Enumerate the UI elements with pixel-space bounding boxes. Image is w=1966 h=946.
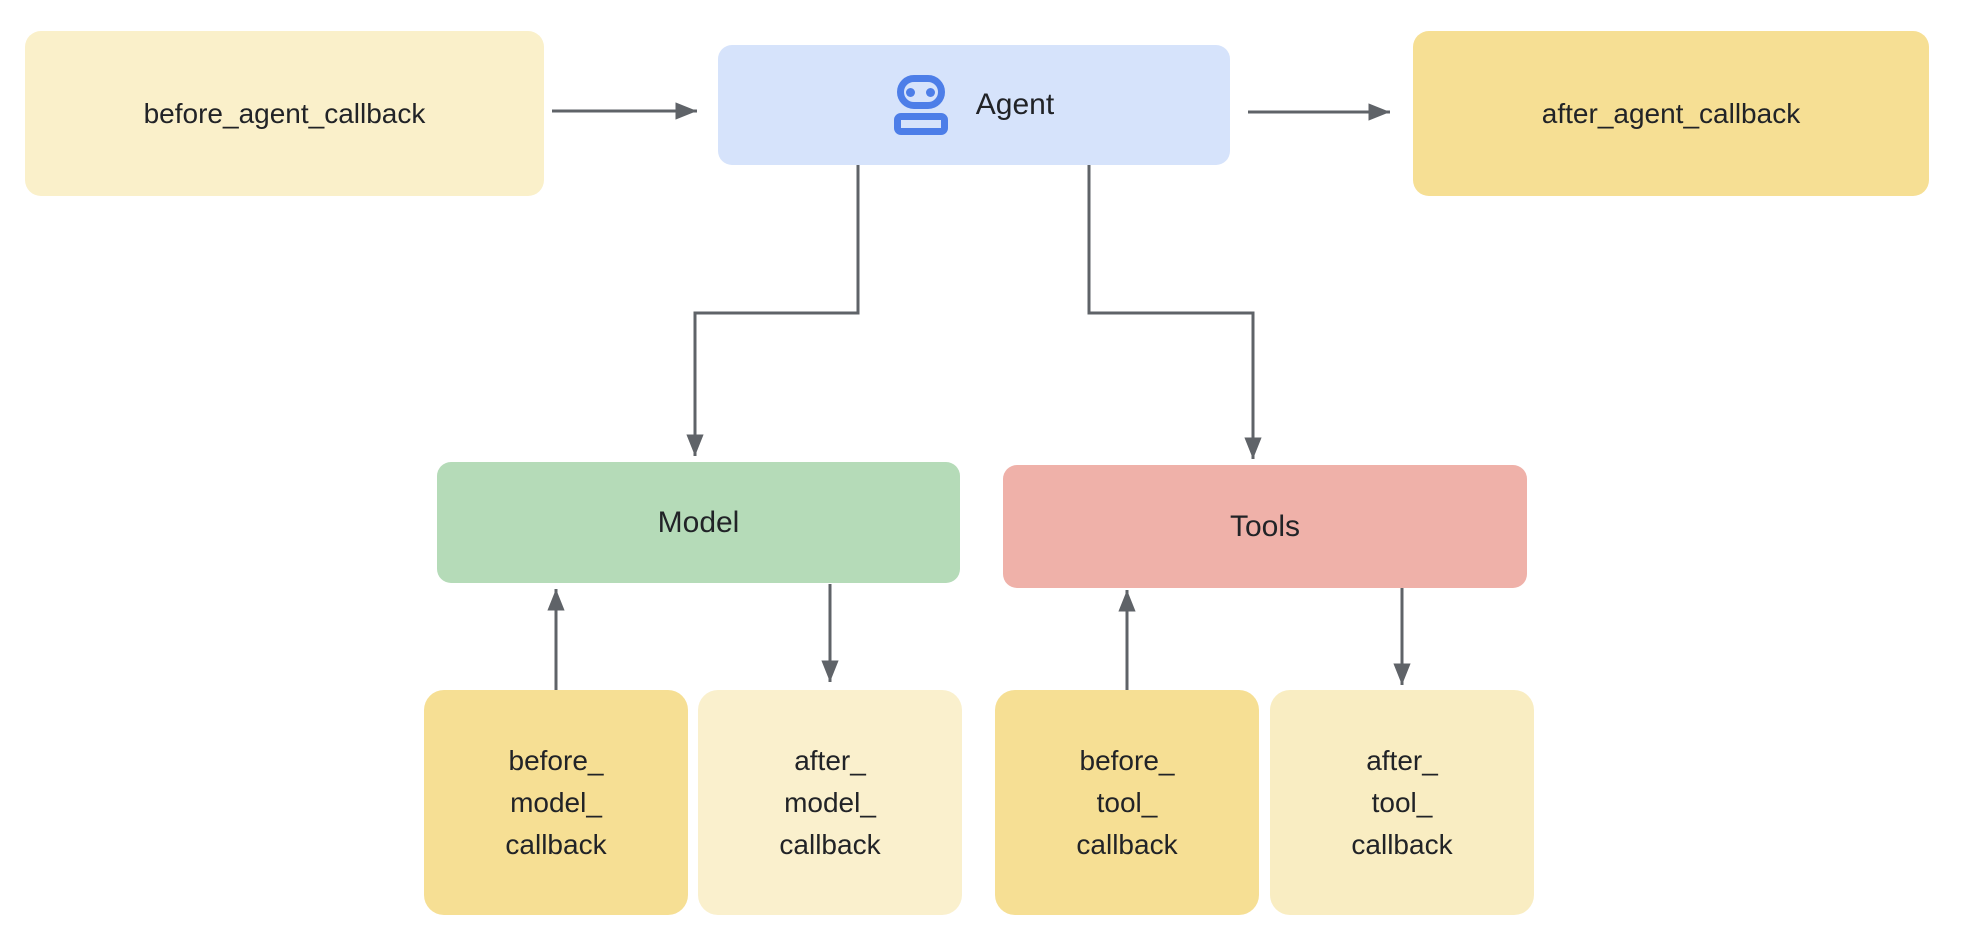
before-agent-callback-label: before_agent_callback (143, 97, 426, 129)
after-model-callback-label: after_ model_ callback (779, 744, 881, 860)
before-tool-callback-label: before_ tool_ callback (1076, 744, 1178, 860)
after-tool-callback-label: after_ tool_ callback (1351, 744, 1453, 860)
node-tools: Tools (1003, 465, 1527, 588)
model-label: Model (657, 505, 740, 539)
node-after-model-callback: after_ model_ callback (698, 690, 962, 915)
agent-content: Agent (893, 75, 1055, 135)
before-model-callback-label: before_ model_ callback (505, 744, 607, 860)
node-model: Model (437, 462, 960, 583)
node-before-agent-callback: before_agent_callback (25, 31, 544, 196)
node-before-tool-callback: before_ tool_ callback (995, 690, 1259, 915)
robot-head (896, 75, 945, 109)
node-after-agent-callback: after_agent_callback (1413, 31, 1929, 196)
robot-eye-right (926, 87, 936, 97)
agent-label: Agent (975, 88, 1055, 121)
tools-label: Tools (1229, 509, 1301, 543)
node-before-model-callback: before_ model_ callback (424, 690, 688, 915)
node-after-tool-callback: after_ tool_ callback (1270, 690, 1534, 915)
robot-icon (893, 75, 948, 135)
robot-eye-left (906, 87, 916, 97)
edge-agent-to-model (686, 165, 860, 456)
edge-agent-to-tools (1087, 165, 1262, 459)
robot-body (893, 113, 948, 135)
after-agent-callback-label: after_agent_callback (1541, 97, 1801, 129)
node-agent: Agent (718, 45, 1230, 165)
